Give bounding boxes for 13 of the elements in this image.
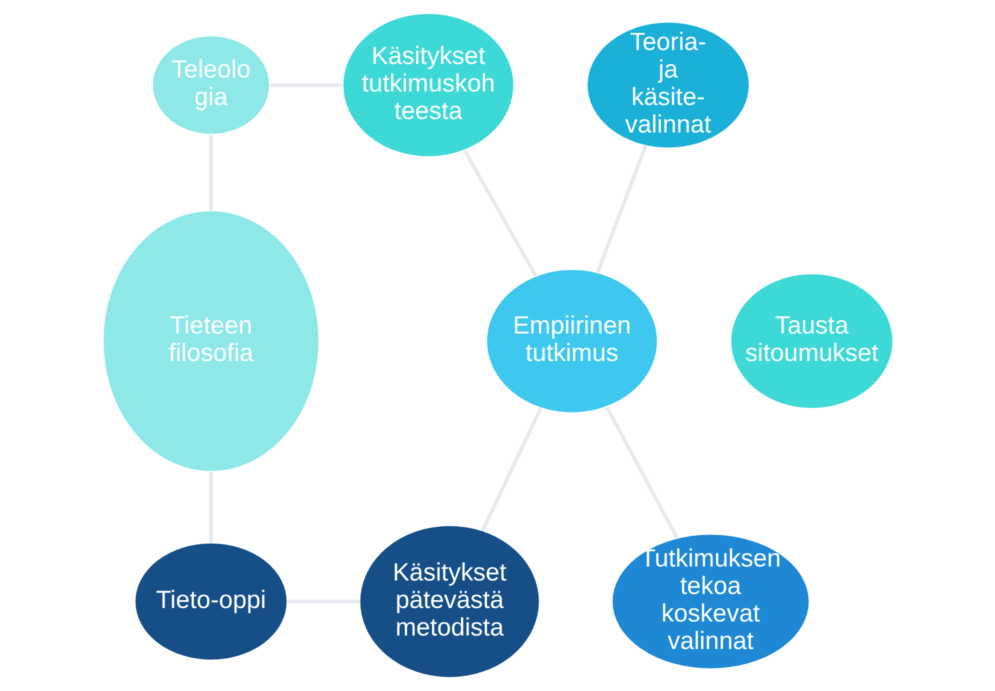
connector	[604, 406, 678, 539]
connector	[480, 407, 542, 532]
node-ellipse: Empiirinen tutkimus	[485, 268, 658, 414]
node-ellipse: Tausta sitoumukset	[730, 273, 894, 410]
node-ellipse: Tieteen filosofia	[102, 210, 320, 472]
node-ellipse: Teleolo gia	[151, 35, 270, 136]
node-ellipse: Tutkimuksen tekoa koskevat valinnat	[610, 533, 810, 670]
connector	[595, 145, 647, 273]
node-ellipse: Käsitykset pätevästä metodista	[358, 524, 540, 678]
node-ellipse: Tieto-oppi	[134, 542, 288, 661]
node-ellipse: Teoria- ja käsite- valinnat	[586, 21, 750, 149]
connector	[462, 149, 537, 277]
node-ellipse: Käsitykset tutkimuskoh teesta	[342, 12, 514, 158]
